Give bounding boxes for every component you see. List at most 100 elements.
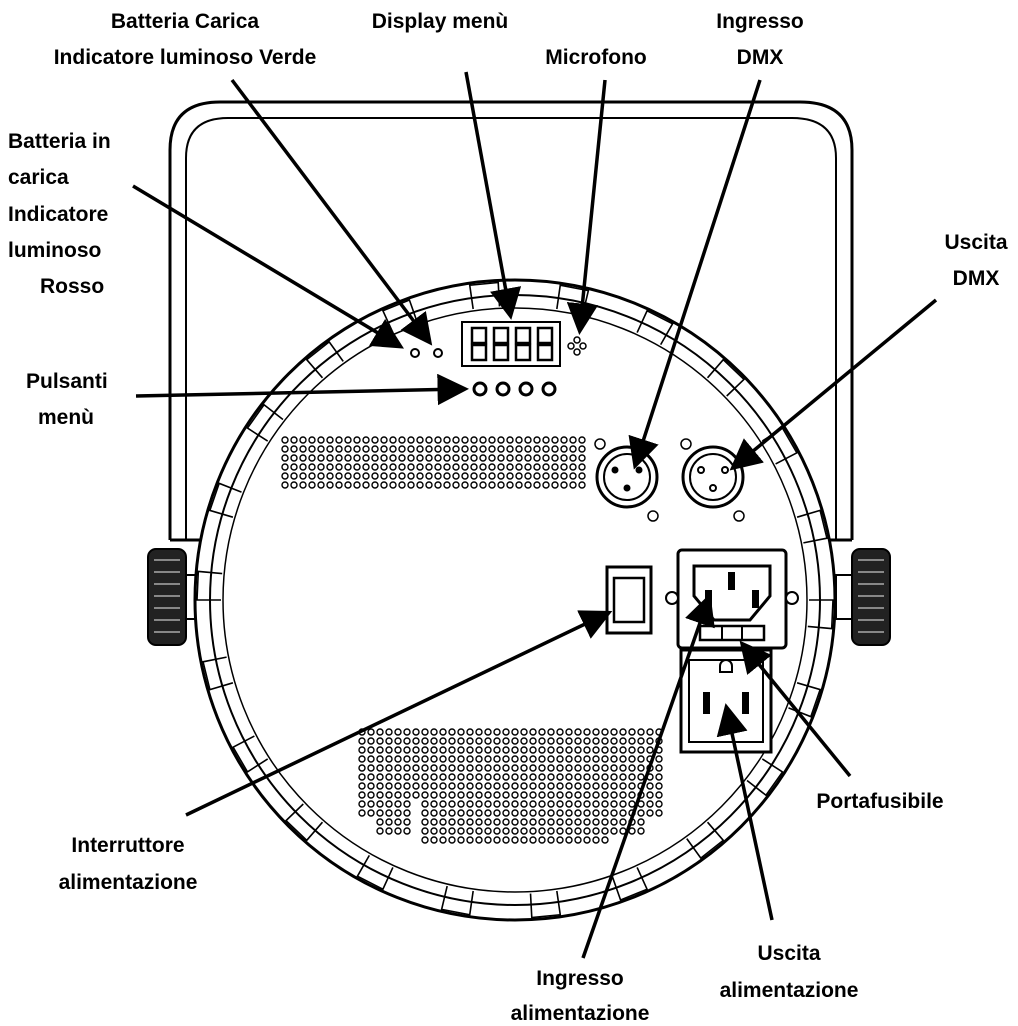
vent-hole	[425, 481, 433, 489]
vent-hole	[601, 755, 609, 763]
vent-hole	[628, 728, 636, 736]
vent-hole	[493, 755, 501, 763]
menu-button-1[interactable]	[472, 381, 488, 397]
dmx-out-connector[interactable]	[680, 438, 745, 522]
vent-hole	[385, 764, 393, 772]
vent-hole	[439, 737, 447, 745]
vent-hole	[376, 791, 384, 799]
vent-hole	[412, 737, 420, 745]
vent-hole	[380, 436, 388, 444]
vent-hole	[358, 809, 366, 817]
power-switch[interactable]	[605, 565, 653, 635]
vent-hole	[326, 436, 334, 444]
vent-hole	[466, 836, 474, 844]
rim-rib	[611, 867, 649, 902]
vent-hole	[488, 436, 496, 444]
vent-hole	[430, 827, 438, 835]
vent-hole	[574, 773, 582, 781]
vent-hole	[502, 800, 510, 808]
vent-hole	[529, 728, 537, 736]
vent-hole	[547, 818, 555, 826]
vent-hole	[610, 728, 618, 736]
vent-hole	[421, 728, 429, 736]
vent-hole	[556, 737, 564, 745]
vent-hole	[358, 791, 366, 799]
vent-hole	[434, 481, 442, 489]
vent-hole	[484, 836, 492, 844]
leader-battery-charged	[230, 78, 433, 346]
vent-hole	[628, 800, 636, 808]
vent-hole	[448, 764, 456, 772]
vent-hole	[475, 755, 483, 763]
vent-hole	[457, 800, 465, 808]
label-battery-charged-line2: Indicatore luminoso Verde	[54, 46, 317, 69]
vent-hole	[565, 773, 573, 781]
vent-hole	[502, 764, 510, 772]
vent-hole	[281, 481, 289, 489]
vent-hole	[326, 445, 334, 453]
vent-hole	[335, 436, 343, 444]
vent-hole	[529, 773, 537, 781]
vent-hole	[466, 764, 474, 772]
vent-hole	[538, 764, 546, 772]
vent-hole	[511, 818, 519, 826]
vent-hole	[425, 445, 433, 453]
vent-hole	[380, 445, 388, 453]
vent-hole	[479, 454, 487, 462]
vent-hole	[601, 764, 609, 772]
vent-hole	[578, 454, 586, 462]
vent-hole	[452, 481, 460, 489]
vent-hole	[497, 481, 505, 489]
vent-hole	[628, 755, 636, 763]
vent-hole	[367, 755, 375, 763]
vent-hole	[547, 746, 555, 754]
vent-hole	[524, 463, 532, 471]
vent-hole	[430, 800, 438, 808]
vent-hole	[511, 746, 519, 754]
vent-hole	[457, 764, 465, 772]
vent-hole	[371, 463, 379, 471]
vent-hole	[560, 463, 568, 471]
vent-hole	[358, 773, 366, 781]
vent-hole	[457, 782, 465, 790]
menu-button-4[interactable]	[541, 381, 557, 397]
vent-hole	[493, 746, 501, 754]
vent-hole	[592, 809, 600, 817]
fuse-holder[interactable]	[698, 624, 766, 642]
menu-button-2[interactable]	[495, 381, 511, 397]
vent-hole	[430, 737, 438, 745]
vent-hole	[493, 782, 501, 790]
vent-hole	[565, 755, 573, 763]
vent-hole	[538, 755, 546, 763]
vent-hole	[484, 809, 492, 817]
vent-hole	[560, 436, 568, 444]
vent-hole	[461, 472, 469, 480]
vent-hole	[511, 737, 519, 745]
vent-hole	[326, 481, 334, 489]
vent-hole	[367, 809, 375, 817]
vent-hole	[506, 454, 514, 462]
vent-hole	[457, 809, 465, 817]
vent-hole	[421, 809, 429, 817]
left-mounting-knob	[147, 548, 203, 646]
vent-hole	[385, 755, 393, 763]
yoke-bracket	[168, 100, 854, 542]
vent-hole	[569, 454, 577, 462]
vent-hole	[515, 454, 523, 462]
vent-hole	[443, 463, 451, 471]
vent-hole	[281, 445, 289, 453]
vent-hole	[493, 737, 501, 745]
vent-hole	[290, 445, 298, 453]
vent-hole	[461, 436, 469, 444]
menu-button-3[interactable]	[518, 381, 534, 397]
vent-hole	[520, 836, 528, 844]
vent-hole	[475, 836, 483, 844]
leader-battery-charging	[132, 184, 405, 349]
vent-hole	[403, 791, 411, 799]
vent-hole	[394, 728, 402, 736]
vent-hole	[394, 818, 402, 826]
vent-hole	[565, 800, 573, 808]
label-microphone: Microfono	[545, 46, 646, 69]
vent-hole	[470, 472, 478, 480]
vent-hole	[371, 436, 379, 444]
